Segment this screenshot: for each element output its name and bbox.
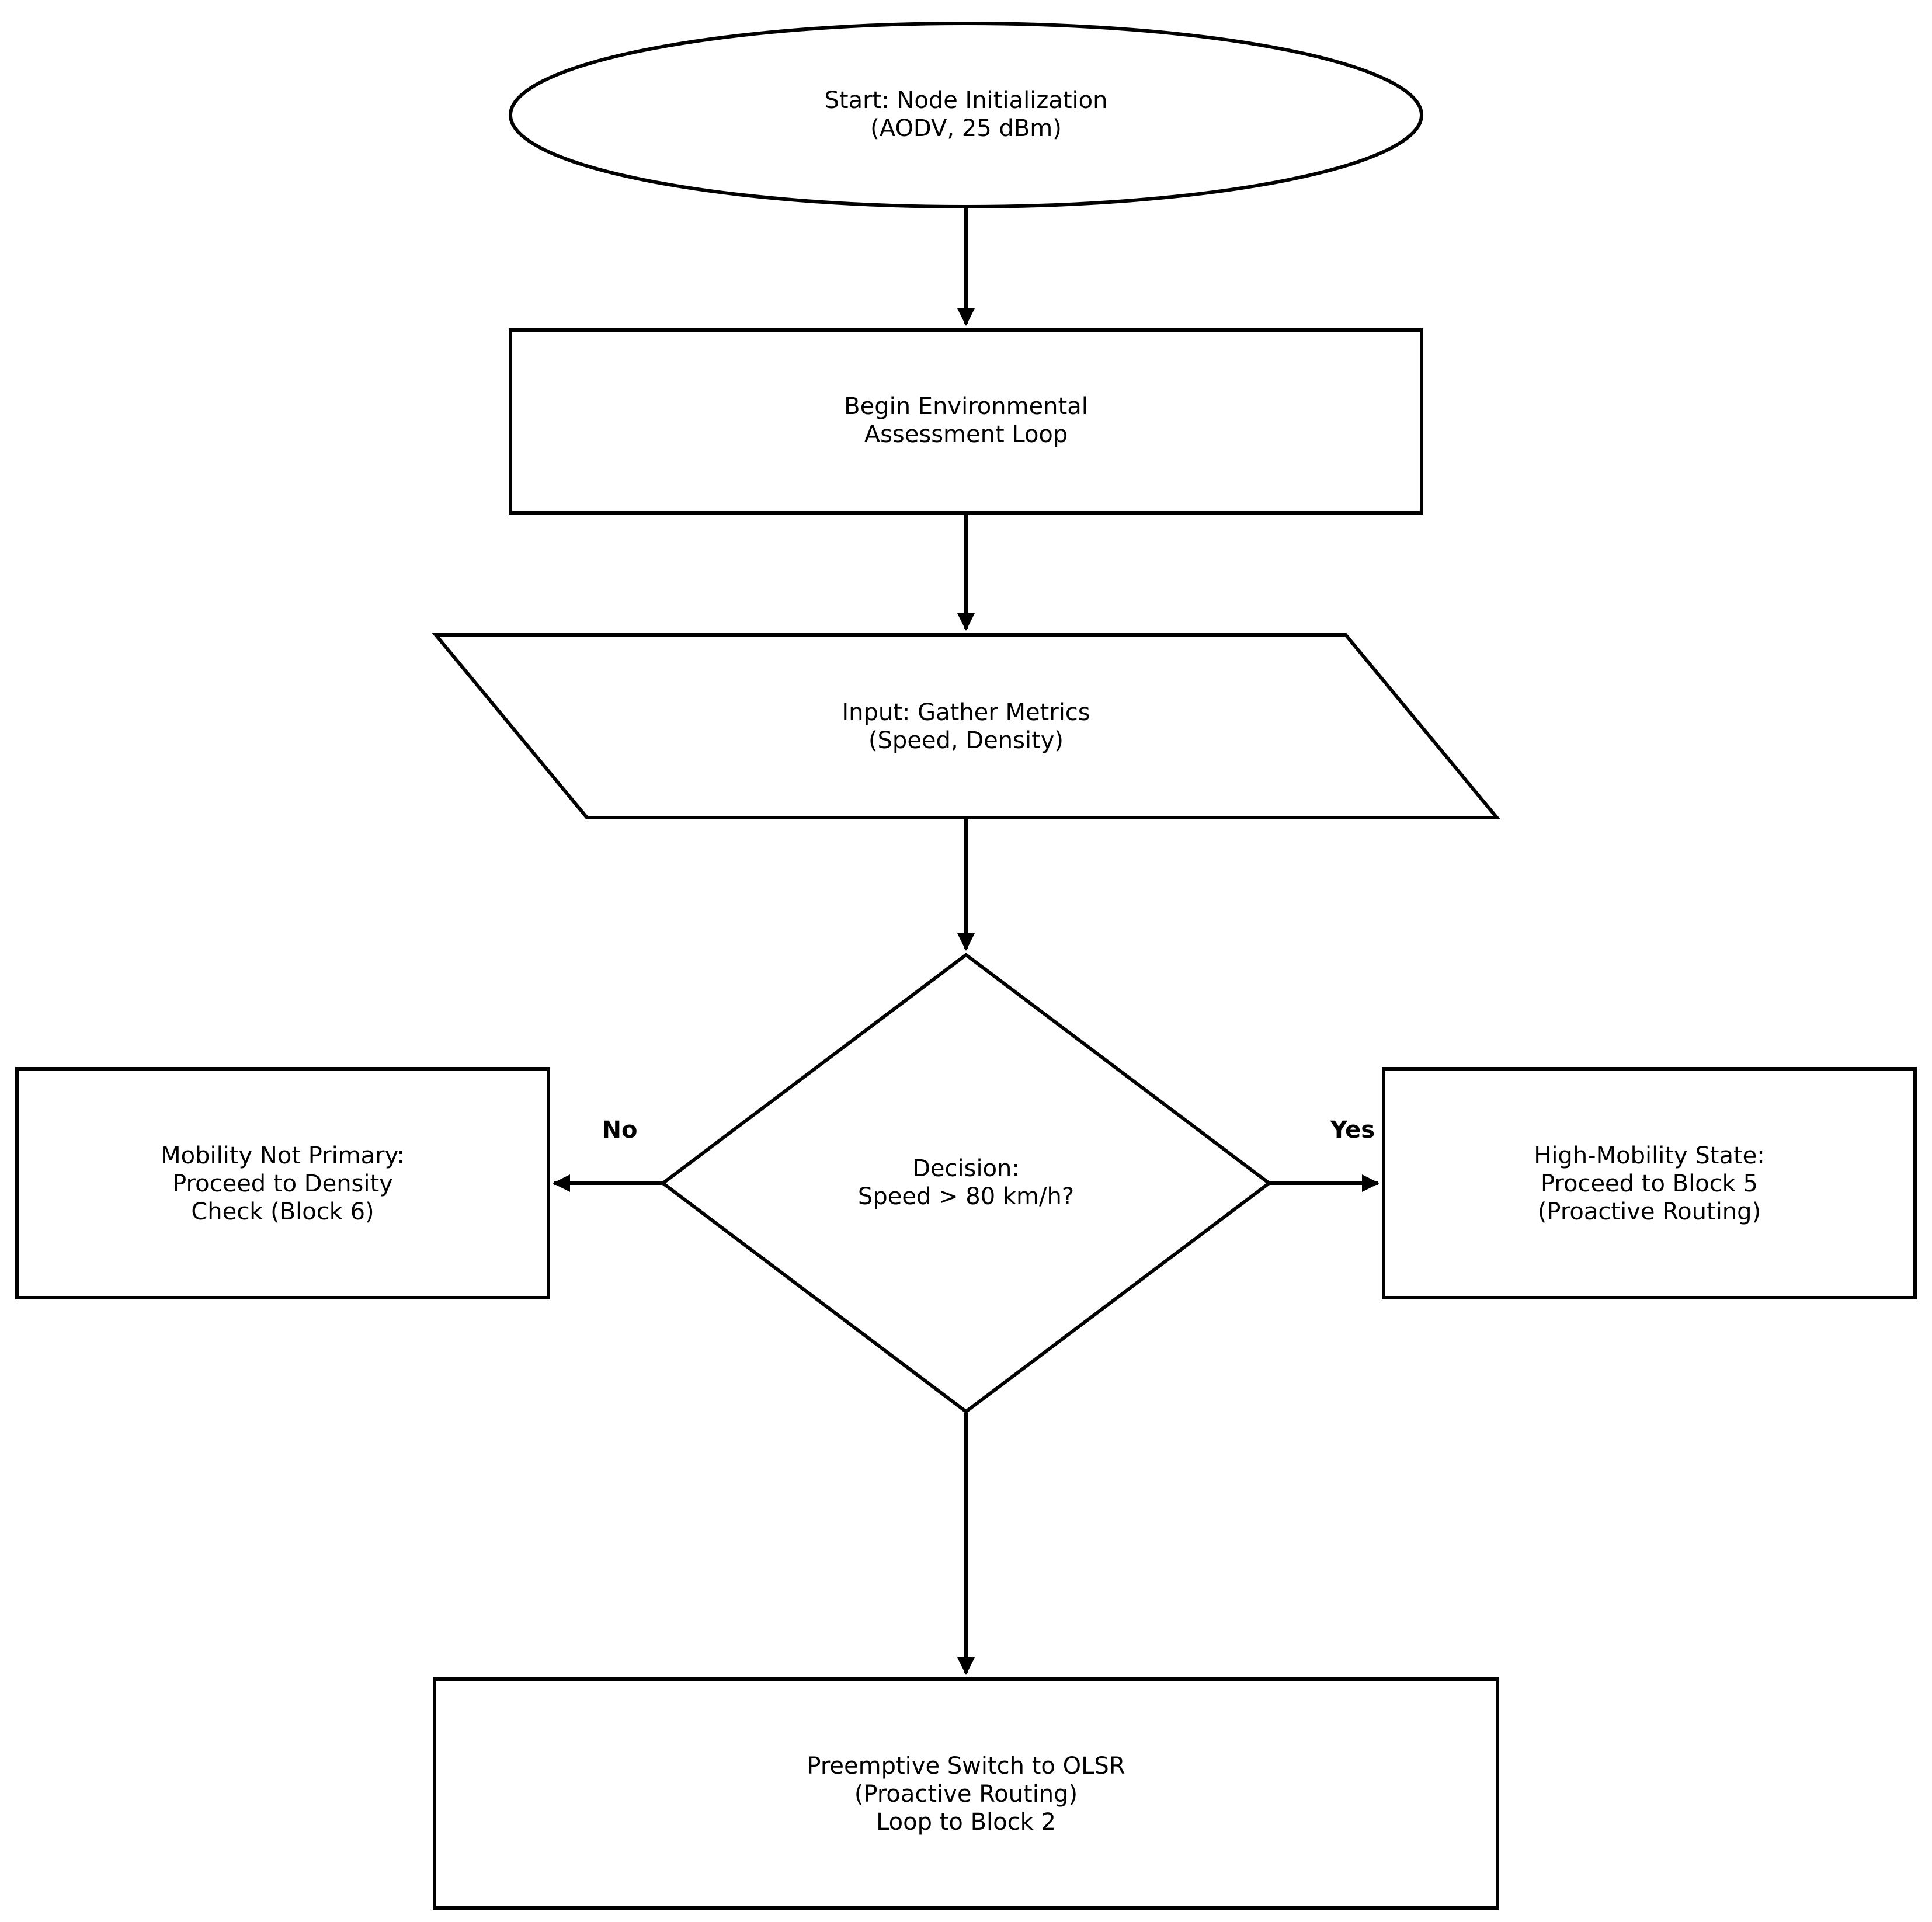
switch-node-line3: Loop to Block 2 [876, 1809, 1056, 1836]
decision-node: Decision: Speed > 80 km/h? [660, 953, 1272, 1414]
no-branch-line2: Proceed to Density [172, 1170, 393, 1197]
no-branch-line1: Mobility Not Primary: [161, 1142, 405, 1169]
start-node: Start: Node Initialization (AODV, 25 dBm… [509, 22, 1423, 208]
yes-branch-line2: Proceed to Block 5 [1541, 1170, 1758, 1197]
switch-node-line1: Preemptive Switch to OLSR [807, 1753, 1125, 1779]
loop-node-line2: Assessment Loop [864, 421, 1068, 448]
yes-edge-label: Yes [1330, 1117, 1375, 1144]
loop-node-line1: Begin Environmental [844, 393, 1088, 420]
no-branch-line3: Check (Block 6) [191, 1198, 374, 1225]
switch-node: Preemptive Switch to OLSR (Proactive Rou… [433, 1677, 1499, 1910]
no-branch-node: Mobility Not Primary: Proceed to Density… [15, 1067, 550, 1299]
decision-node-line1: Decision: [912, 1155, 1020, 1182]
decision-node-line2: Speed > 80 km/h? [858, 1183, 1074, 1210]
input-node-line1: Input: Gather Metrics [842, 699, 1090, 726]
loop-node: Begin Environmental Assessment Loop [509, 328, 1423, 515]
yes-branch-line3: (Proactive Routing) [1538, 1198, 1761, 1225]
start-node-line1: Start: Node Initialization [825, 87, 1108, 114]
yes-branch-node: High-Mobility State: Proceed to Block 5 … [1382, 1067, 1917, 1299]
input-node: Input: Gather Metrics (Speed, Density) [432, 633, 1501, 819]
no-edge-label: No [602, 1117, 638, 1144]
input-node-line2: (Speed, Density) [868, 727, 1064, 754]
switch-node-line2: (Proactive Routing) [854, 1781, 1078, 1808]
start-node-line2: (AODV, 25 dBm) [870, 115, 1062, 142]
yes-branch-line1: High-Mobility State: [1534, 1142, 1765, 1169]
